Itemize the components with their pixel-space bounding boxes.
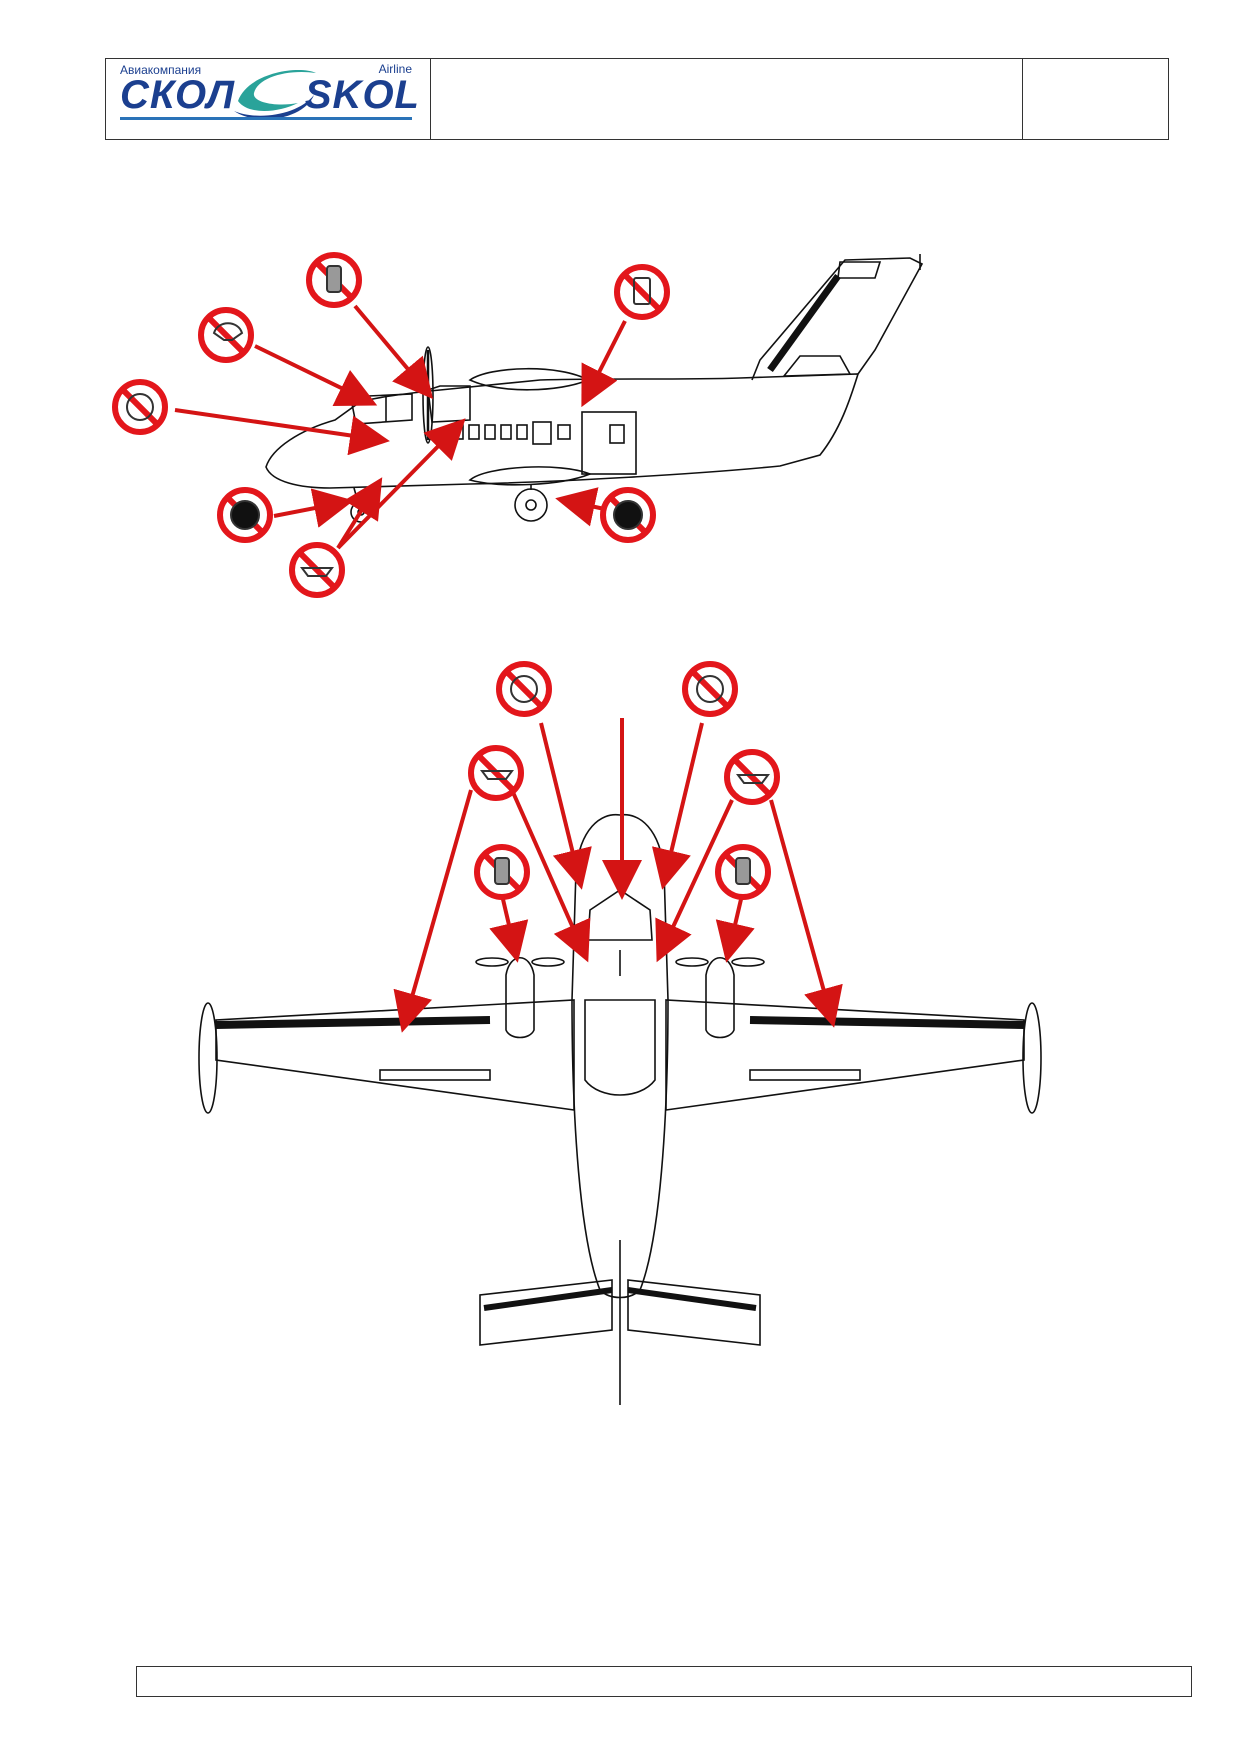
propeller-restraint-icon-left xyxy=(471,748,521,798)
top-view-arrows xyxy=(393,718,843,1033)
static-port-cover-icon xyxy=(617,267,667,317)
engine-inlet-cover-icon-right xyxy=(685,664,735,714)
top-view-aircraft xyxy=(198,813,1042,1405)
propeller-restraint-icon-right xyxy=(727,752,777,802)
propeller-restraint-icon xyxy=(292,545,342,595)
logo-ru-name: СКОЛ xyxy=(120,73,236,117)
engine-inlet-cover-icon xyxy=(115,382,165,432)
side-view-aircraft xyxy=(265,254,924,523)
engine-inlet-cover-icon-left xyxy=(499,664,549,714)
logo-swoosh-icon xyxy=(234,70,316,120)
logo-ru-caption: Авиакомпания xyxy=(120,63,202,77)
header-title-cell xyxy=(431,59,1023,139)
logo-underline xyxy=(120,117,412,120)
document-header: Авиакомпания Airline СКОЛ SKOL xyxy=(105,58,1169,140)
company-logo: Авиакомпания Airline СКОЛ SKOL xyxy=(120,62,420,135)
header-logo-cell: Авиакомпания Airline СКОЛ SKOL xyxy=(106,59,431,139)
windshield-cover-icon xyxy=(201,310,251,360)
logo-en-caption: Airline xyxy=(378,62,412,76)
document-footer xyxy=(136,1666,1192,1697)
side-view-markers xyxy=(115,255,667,595)
logo-en-name: SKOL xyxy=(304,73,420,117)
